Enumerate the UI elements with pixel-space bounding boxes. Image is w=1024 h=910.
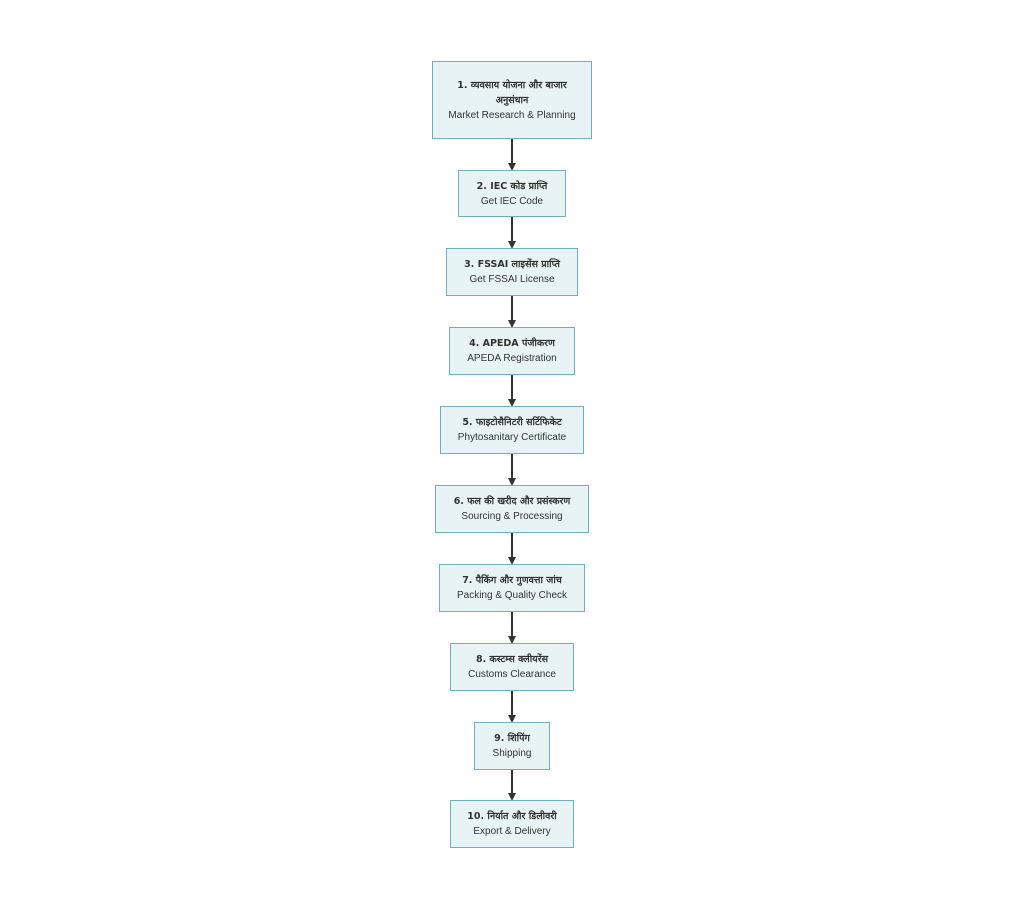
flow-step-hindi-label: 10. निर्यात और डिलीवरी	[467, 811, 557, 822]
flow-step-4: 4. APEDA पंजीकरण APEDA Registration	[449, 327, 575, 375]
flow-step-english-label: APEDA Registration	[467, 353, 557, 364]
flow-step-english-label: Phytosanitary Certificate	[457, 432, 567, 443]
flow-step-hindi-label: 1. व्यवसाय योजना और बाजार अनुसंधान	[457, 79, 567, 106]
flow-step-hindi-label: 3. FSSAI लाइसेंस प्राप्ति	[464, 259, 560, 270]
flow-step-10: 10. निर्यात और डिलीवरी Export & Delivery	[450, 800, 574, 848]
flow-step-english-label: Get IEC Code	[480, 195, 544, 207]
flow-step-english-label: Export & Delivery	[473, 826, 551, 837]
flow-step-1: 1. व्यवसाय योजना और बाजार अनुसंधान Market…	[432, 61, 592, 139]
flow-step-english-label: Shipping	[492, 748, 532, 759]
flow-step-6: 6. फल की खरीद और प्रसंस्करण Sourcing & Pr…	[435, 485, 589, 533]
flow-step-english-label: Get FSSAI License	[469, 274, 555, 285]
flow-step-8: 8. कस्टम्स क्लीयरेंस Customs Clearance	[450, 643, 574, 691]
flow-step-hindi-label: 7. पैकिंग और गुणवत्ता जांच	[462, 575, 562, 586]
flow-step-hindi-label: 9. शिपिंग	[494, 733, 530, 744]
flow-step-2: 2. IEC कोड प्राप्ति Get IEC Code	[458, 170, 566, 217]
flow-step-english-label: Sourcing & Processing	[461, 511, 563, 522]
flow-step-english-label: Customs Clearance	[468, 669, 556, 680]
flow-step-english-label: Market Research & Planning	[448, 109, 576, 121]
flow-step-hindi-label: 8. कस्टम्स क्लीयरेंस	[475, 654, 549, 665]
flow-step-hindi-label: 2. IEC कोड प्राप्ति	[476, 180, 548, 192]
flow-step-english-label: Packing & Quality Check	[456, 590, 568, 601]
flow-step-3: 3. FSSAI लाइसेंस प्राप्ति Get FSSAI Licen…	[446, 248, 578, 296]
flow-step-7: 7. पैकिंग और गुणवत्ता जांच Packing & Qual…	[439, 564, 585, 612]
flow-step-5: 5. फाइटोसैनिटरी सर्टिफिकेट Phytosanitary …	[440, 406, 584, 454]
flow-step-9: 9. शिपिंग Shipping	[474, 722, 550, 770]
flow-step-hindi-label: 5. फाइटोसैनिटरी सर्टिफिकेट	[462, 417, 562, 428]
flow-step-hindi-label: 6. फल की खरीद और प्रसंस्करण	[453, 496, 571, 507]
flow-step-hindi-label: 4. APEDA पंजीकरण	[469, 338, 555, 349]
